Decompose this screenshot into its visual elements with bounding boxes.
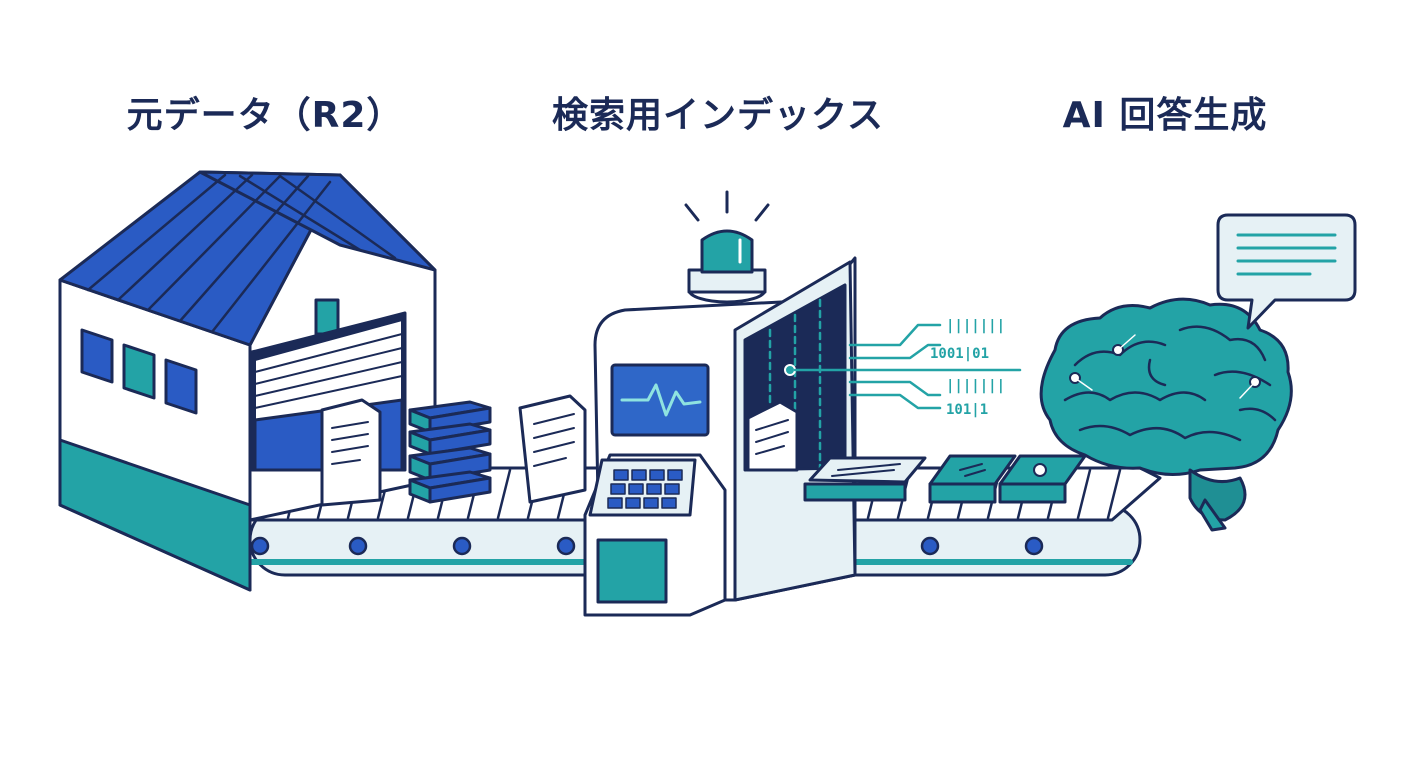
rolling-shutter	[254, 333, 403, 409]
alarm-light-icon	[684, 190, 770, 304]
scanner-machine-icon	[583, 190, 857, 617]
brain-icon	[1039, 297, 1293, 532]
text-block-icon	[803, 456, 927, 502]
document-icon	[518, 394, 587, 504]
label-ai-answer: AI 回答生成	[1062, 95, 1268, 136]
label-source-data: 元データ（R2）	[126, 95, 404, 136]
keypad-icon	[583, 453, 727, 617]
binary-line-4: 101|1	[946, 402, 988, 418]
binary-line-3: |||||||	[946, 378, 1005, 394]
roof-ribs	[86, 173, 397, 334]
belt-rollers	[250, 536, 1044, 556]
label-search-index: 検索用インデックス	[552, 95, 884, 136]
speech-bubble-icon	[1216, 213, 1357, 330]
data-block-icon	[928, 454, 1087, 504]
data-stack-icon	[408, 400, 492, 504]
binary-line-2: 1001|01	[930, 346, 989, 362]
document-icon	[320, 398, 382, 507]
monitor-icon	[610, 363, 710, 437]
circuit-icon	[793, 323, 1022, 410]
binary-line-1: |||||||	[946, 318, 1005, 334]
